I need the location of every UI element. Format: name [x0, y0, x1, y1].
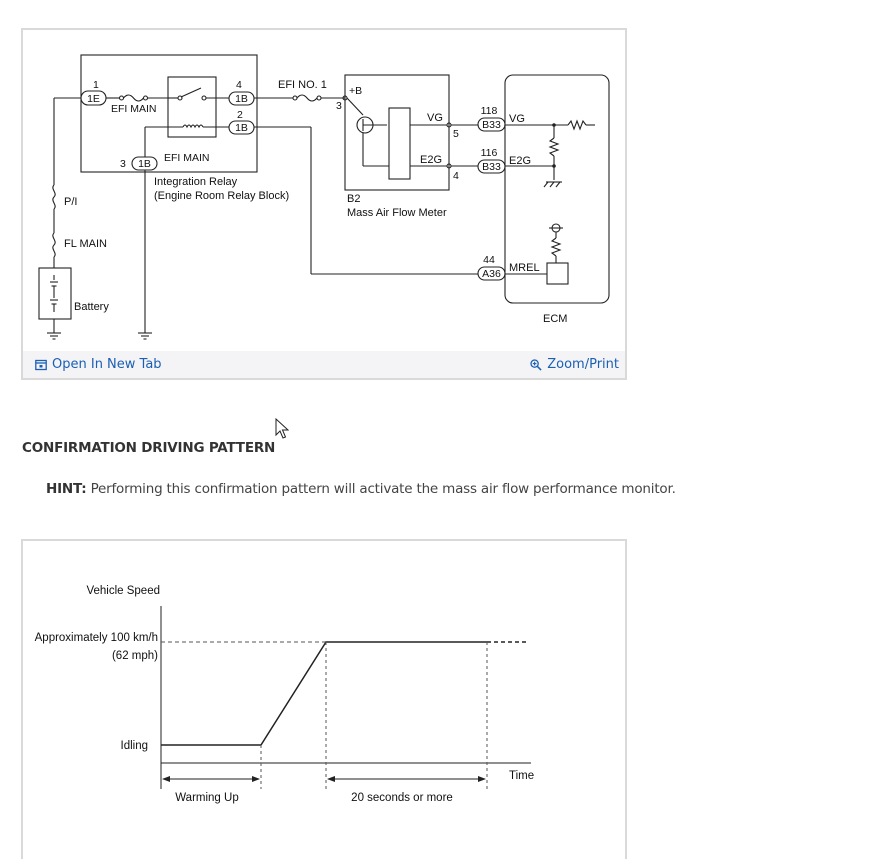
maf-name-label: Mass Air Flow Meter — [347, 207, 447, 219]
mouse-pointer-icon — [275, 418, 289, 439]
open-in-new-tab-label: Open In New Tab — [52, 357, 162, 372]
figure-toolbar: Open In New Tab Zoom/Print — [23, 351, 625, 378]
maf-sensor-element — [388, 107, 411, 180]
zoom-print-label: Zoom/Print — [547, 357, 619, 372]
ecm-vg-label: VG — [509, 113, 525, 125]
efi-main-fuse-label: EFI MAIN — [111, 103, 157, 115]
battery-box — [38, 267, 72, 320]
pin-4-label: 4 — [236, 79, 242, 91]
pin-1-label: 1 — [93, 79, 99, 91]
warming-up-label: Warming Up — [175, 792, 238, 804]
maf-pin-4-label: 4 — [453, 170, 459, 182]
connector-b33-e2g-label: B33 — [482, 161, 501, 173]
maf-pin-5-label: 5 — [453, 128, 459, 140]
relay-coil — [182, 124, 204, 129]
hint-text: Performing this confirmation pattern wil… — [86, 481, 676, 497]
ecm-label: ECM — [543, 313, 567, 325]
connector-1b-pin4-label: 1B — [235, 93, 248, 105]
maf-b2-label: B2 — [347, 193, 360, 205]
section-heading: CONFIRMATION DRIVING PATTERN — [22, 440, 276, 456]
efi-no1-fuse — [296, 94, 318, 102]
maf-vg-label: VG — [427, 112, 443, 124]
efi-main-coil-label: EFI MAIN — [164, 152, 210, 164]
driving-pattern-figure: Vehicle Speed Approximately 100 km/h (62… — [21, 539, 627, 859]
maf-pin-3-label: 3 — [336, 100, 342, 112]
connector-1b-pin2-label: 1B — [235, 122, 248, 134]
wiring-diagram-figure: 1 1E EFI MAIN 4 1B 2 1B EFI MAIN 3 1B — [21, 28, 627, 380]
maf-e2g-label: E2G — [420, 154, 442, 166]
relay-name-line2: (Engine Room Relay Block) — [154, 190, 289, 202]
relay-name-line1: Integration Relay — [154, 176, 238, 188]
hint-paragraph: HINT: Performing this confirmation patte… — [46, 481, 676, 497]
ecm-box — [504, 74, 610, 304]
efi-no1-label: EFI NO. 1 — [278, 79, 327, 91]
driving-pattern-diagram: Vehicle Speed Approximately 100 km/h (62… — [35, 585, 535, 804]
ecm-pullup-resistor — [548, 137, 560, 157]
relay-inner-box — [167, 76, 217, 138]
approx-speed-label-2: (62 mph) — [112, 650, 158, 662]
mass-air-flow-meter-box — [344, 74, 450, 191]
idling-label: Idling — [121, 740, 149, 752]
ecm-pin-44-label: 44 — [483, 254, 495, 266]
pin-3-label: 3 — [120, 158, 126, 170]
fl-main-label: FL MAIN — [64, 238, 107, 250]
mrel-relay-driver — [546, 262, 569, 285]
approx-speed-label-1: Approximately 100 km/h — [35, 632, 158, 644]
ecm-pin-116-label: 116 — [481, 147, 498, 159]
battery-label: Battery — [74, 301, 109, 313]
maf-plus-b-label: +B — [349, 85, 362, 97]
ecm-e2g-label: E2G — [509, 155, 531, 167]
open-in-new-tab-icon — [35, 359, 47, 370]
pi-fusible-link — [52, 184, 56, 210]
wiring-diagram: 1 1E EFI MAIN 4 1B 2 1B EFI MAIN 3 1B — [38, 54, 610, 340]
connector-1b-pin3-label: 1B — [138, 158, 151, 170]
pin-2-label: 2 — [237, 109, 243, 121]
ecm-vg-resistor — [567, 119, 587, 131]
zoom-in-icon — [530, 358, 542, 371]
connector-1e-label: 1E — [87, 93, 100, 105]
ecm-pin-118-label: 118 — [481, 105, 498, 117]
speed-profile-line — [161, 641, 487, 746]
twenty-seconds-label: 20 seconds or more — [351, 792, 453, 804]
fl-main-fusible-link — [52, 232, 56, 258]
connector-a36-label: A36 — [482, 268, 501, 280]
hint-label: HINT: — [46, 481, 87, 497]
zoom-print-link[interactable]: Zoom/Print — [530, 357, 619, 372]
integration-relay-box — [80, 54, 258, 173]
vehicle-speed-label: Vehicle Speed — [86, 585, 160, 597]
open-in-new-tab-link[interactable]: Open In New Tab — [35, 357, 162, 372]
efi-main-fuse — [123, 94, 144, 102]
time-label: Time — [509, 770, 534, 782]
ecm-mrel-label: MREL — [509, 262, 540, 274]
relay-switch — [180, 87, 202, 98]
connector-b33-vg-label: B33 — [482, 119, 501, 131]
pi-label: P/I — [64, 196, 77, 208]
